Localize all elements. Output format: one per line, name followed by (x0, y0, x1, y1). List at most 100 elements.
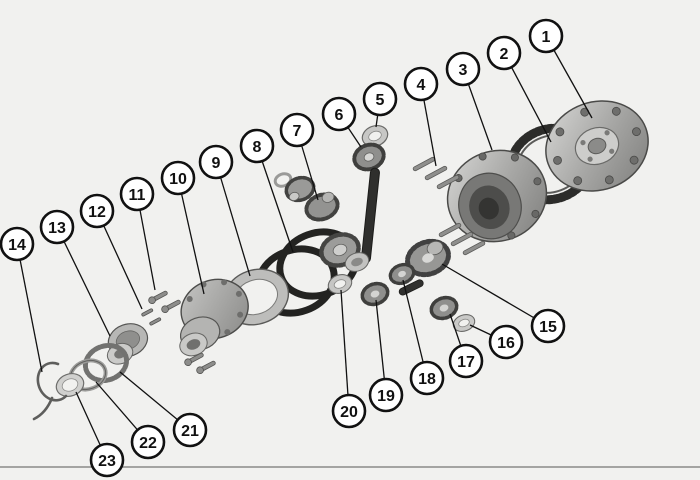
part-spider-gear-top (352, 142, 386, 172)
callout-13: 13 (39, 209, 111, 337)
callout-2: 2 (486, 35, 552, 143)
balloon-number-22: 22 (139, 435, 157, 452)
balloon-number-8: 8 (253, 139, 262, 156)
balloon-7 (279, 112, 315, 148)
callout-23: 23 (75, 391, 125, 478)
part-thrust-washer-left (327, 274, 353, 294)
balloon-2 (486, 35, 522, 71)
callout-11: 11 (119, 176, 156, 291)
leader-line-14 (16, 243, 43, 373)
balloon-5 (362, 81, 398, 117)
part-flange-cover (545, 100, 649, 192)
parts-drawing (32, 100, 649, 421)
balloon-15 (530, 308, 566, 344)
leader-line-10 (177, 177, 205, 295)
balloon-11 (119, 176, 155, 212)
callout-1: 1 (528, 18, 593, 119)
leader-line-15 (441, 263, 549, 327)
balloon-21 (172, 412, 208, 448)
balloon-number-7: 7 (293, 123, 302, 140)
balloon-number-3: 3 (459, 62, 468, 79)
balloon-19 (368, 377, 404, 413)
balloon-number-15: 15 (539, 319, 557, 336)
part-spring-ring (82, 342, 130, 384)
balloon-18 (409, 360, 445, 396)
part-dowel-pins (141, 308, 162, 326)
balloon-number-11: 11 (129, 187, 146, 204)
balloon-number-1: 1 (542, 29, 551, 46)
leader-line-20 (340, 289, 350, 412)
leader-line-9 (215, 161, 251, 277)
callout-17: 17 (448, 313, 484, 379)
leader-line-8 (256, 145, 294, 253)
leader-line-13 (56, 226, 111, 337)
balloon-number-9: 9 (212, 155, 221, 172)
balloon-number-14: 14 (8, 237, 26, 254)
balloon-number-2: 2 (500, 46, 509, 63)
balloon-number-23: 23 (98, 453, 116, 470)
balloon-number-13: 13 (48, 220, 66, 237)
balloon-number-5: 5 (376, 92, 385, 109)
balloon-number-18: 18 (418, 371, 436, 388)
callout-14: 14 (0, 226, 43, 373)
callout-21: 21 (119, 371, 208, 448)
part-case-housing (446, 149, 548, 243)
balloon-6 (321, 96, 357, 132)
balloon-20 (331, 393, 367, 429)
balloon-number-6: 6 (335, 107, 344, 124)
callout-9: 9 (198, 144, 251, 277)
callout-19: 19 (368, 299, 404, 413)
balloon-13 (39, 209, 75, 245)
callout-20: 20 (331, 289, 367, 429)
balloon-16 (488, 324, 524, 360)
part-spider-gear-bottom (360, 281, 390, 307)
part-pins-lower (438, 222, 486, 256)
balloon-number-10: 10 (169, 171, 187, 188)
balloon-9 (198, 144, 234, 180)
balloon-17 (448, 343, 484, 379)
balloon-14 (0, 226, 35, 262)
part-thrust-washer-right (452, 314, 476, 332)
leader-line-12 (96, 210, 143, 310)
balloon-number-20: 20 (340, 404, 358, 421)
balloon-number-12: 12 (88, 204, 106, 221)
part-spider-gear-right (388, 262, 416, 286)
callout-8: 8 (239, 128, 294, 253)
callout-10: 10 (160, 160, 205, 295)
balloon-12 (79, 193, 115, 229)
part-pinion-gear-left (304, 191, 340, 222)
balloon-number-17: 17 (457, 354, 475, 371)
part-center-washer (344, 252, 370, 272)
callout-22: 22 (95, 381, 166, 460)
balloon-number-16: 16 (497, 335, 515, 352)
callout-18: 18 (402, 279, 445, 396)
part-cross-shaft (360, 167, 380, 264)
callout-16: 16 (469, 324, 524, 360)
callout-6: 6 (321, 96, 362, 148)
balloon-10 (160, 160, 196, 196)
balloon-3 (445, 51, 481, 87)
part-screw-1 (148, 290, 168, 305)
balloon-8 (239, 128, 275, 164)
part-screw-2 (161, 299, 181, 314)
callout-12: 12 (79, 193, 143, 310)
part-small-washer-upper-left (273, 172, 293, 188)
callout-4: 4 (403, 66, 439, 167)
balloon-22 (130, 424, 166, 460)
balloon-23 (89, 442, 125, 478)
balloon-1 (528, 18, 564, 54)
callout-3: 3 (445, 51, 493, 151)
part-case-half (179, 278, 249, 357)
balloon-number-4: 4 (417, 77, 426, 94)
part-shim-washer (55, 373, 85, 397)
part-snap-ring (32, 361, 68, 421)
callout-15: 15 (441, 263, 566, 344)
part-screw-3 (184, 352, 204, 367)
callout-7: 7 (279, 112, 319, 201)
part-pinion-gear-lower-right (429, 295, 459, 321)
balloon-number-19: 19 (377, 388, 395, 405)
balloon-4 (403, 66, 439, 102)
